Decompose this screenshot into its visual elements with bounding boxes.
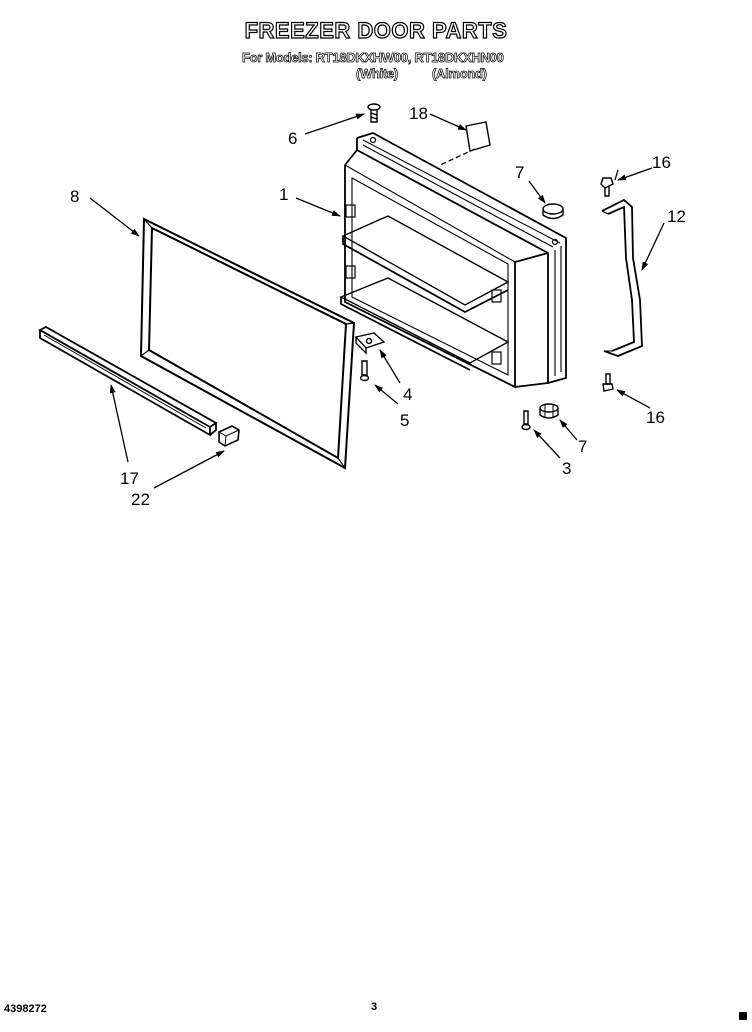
callout-12: 12 bbox=[667, 207, 686, 226]
handle-screw-part-16-bottom bbox=[602, 373, 614, 392]
leader-lines bbox=[89, 113, 665, 489]
callout-16-bottom: 16 bbox=[646, 408, 665, 427]
end-cap-part bbox=[218, 425, 240, 447]
callout-18: 18 bbox=[409, 104, 428, 123]
plug-part-7-top bbox=[542, 203, 564, 220]
callout-1: 1 bbox=[279, 185, 288, 204]
variant-almond-label: (Almond) bbox=[432, 66, 488, 82]
callout-5: 5 bbox=[400, 411, 409, 430]
bushing-part-7-bottom bbox=[539, 403, 559, 419]
bracket-part-4 bbox=[354, 332, 386, 355]
callout-7-bottom: 7 bbox=[578, 437, 587, 456]
screw-part-6 bbox=[367, 103, 381, 123]
trim-strip-part bbox=[38, 325, 218, 437]
variant-white-label: (White) bbox=[356, 66, 399, 82]
callout-6: 6 bbox=[288, 129, 297, 148]
label-part-18 bbox=[465, 121, 491, 152]
callout-16-top: 16 bbox=[652, 153, 671, 172]
screw-part-5 bbox=[359, 360, 370, 382]
callout-3: 3 bbox=[562, 459, 571, 478]
page-number: 3 bbox=[371, 1001, 378, 1013]
door-handle-part-12 bbox=[601, 198, 643, 357]
door-gasket-part bbox=[139, 217, 356, 470]
callout-17: 17 bbox=[120, 469, 139, 488]
freezer-door-assembly-part bbox=[339, 132, 567, 389]
handle-screw-part-16-top bbox=[600, 177, 614, 197]
screw-part-3 bbox=[521, 410, 531, 431]
callout-4: 4 bbox=[403, 385, 412, 404]
model-numbers: For Models: RT18DKXHW00, RT18DKXHN00 bbox=[242, 50, 505, 66]
registration-mark bbox=[739, 1012, 747, 1020]
document-number: 4398272 bbox=[4, 1003, 47, 1015]
callout-8: 8 bbox=[70, 187, 79, 206]
callout-22: 22 bbox=[131, 490, 150, 509]
callout-7-top: 7 bbox=[515, 163, 524, 182]
page-title: FREEZER DOOR PARTS bbox=[244, 17, 508, 43]
